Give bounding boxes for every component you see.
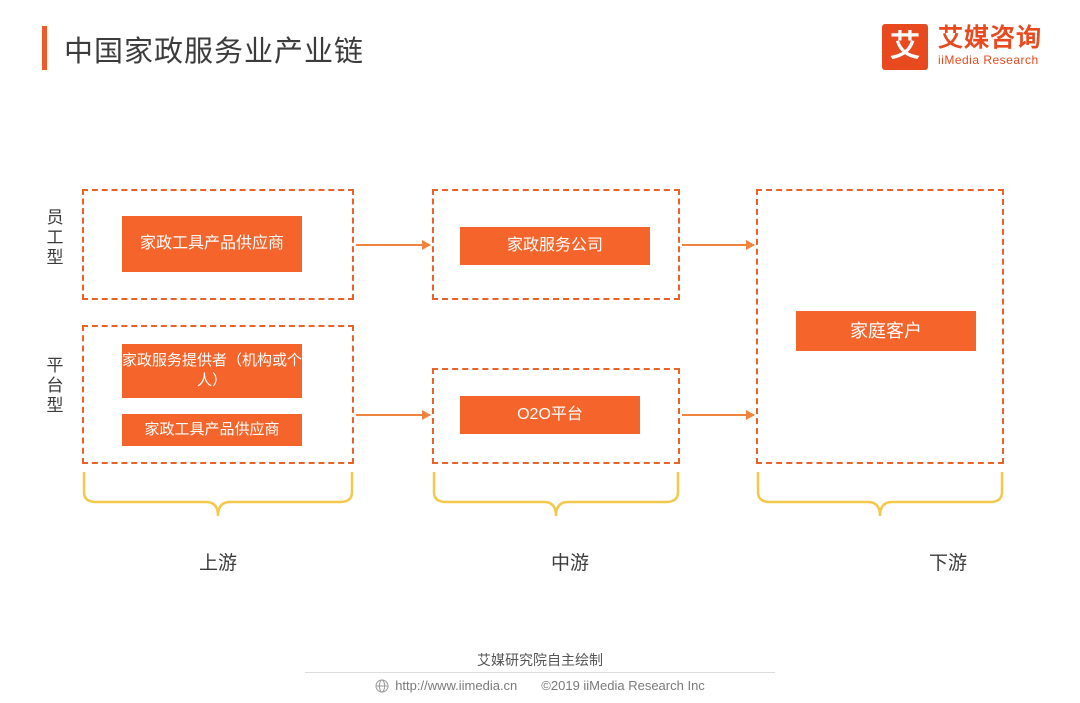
brand-logo: 艾 艾媒咨询 iiMedia Research [881, 24, 1042, 70]
zone-label-midstream: 中游 [550, 553, 589, 574]
zone-braces [82, 472, 1004, 517]
node-tool-product-supplier-platform[interactable]: 家政工具产品供应商 [122, 414, 302, 446]
brace-downstream [756, 472, 1004, 517]
node-tool-product-supplier[interactable]: 家政工具产品供应商 [122, 216, 302, 272]
logo-name-en: iiMedia Research [937, 52, 1039, 67]
footer-url-text: http://www.iimedia.cn [395, 678, 518, 693]
logo-text: 艾媒咨询 iiMedia Research [938, 25, 1042, 68]
zone-label-upstream: 上游 [198, 553, 237, 574]
arrow-upstream-to-midstream-employee [356, 240, 431, 250]
group-upstream-platform [82, 325, 354, 464]
page-title: 中国家政服务业产业链 [64, 36, 365, 68]
title-accent-bar [42, 26, 47, 70]
zone-labels: 上游 中游 下游 [0, 548, 1080, 578]
arrow-midstream-to-downstream-employee [682, 240, 755, 250]
node-o2o-platform[interactable]: O2O平台 [460, 396, 640, 434]
arrow-midstream-to-downstream-platform [682, 410, 755, 420]
globe-icon [375, 679, 389, 693]
group-downstream [756, 189, 1004, 464]
zone-label-downstream: 下游 [928, 553, 967, 574]
node-family-customer[interactable]: 家庭客户 [796, 311, 976, 351]
node-housekeeping-company[interactable]: 家政服务公司 [460, 227, 650, 265]
logo-mark-icon: 艾 [881, 24, 928, 70]
footer-url[interactable]: http://www.iimedia.cn [375, 678, 517, 693]
footer-bar: http://www.iimedia.cn ©2019 iiMedia Rese… [0, 678, 1080, 693]
group-upstream-employee [82, 189, 354, 300]
source-note: 艾媒研究院自主绘制 [477, 652, 603, 668]
node-service-provider[interactable]: 家政服务提供者（机构或个人） [122, 344, 302, 398]
row-label-employee: 员工型 [46, 208, 64, 268]
logo-name-cn: 艾媒咨询 [937, 24, 1042, 53]
group-midstream-employee [432, 189, 680, 300]
brace-midstream [432, 472, 680, 517]
row-label-platform: 平台型 [46, 356, 64, 416]
brace-upstream [82, 472, 354, 517]
arrow-upstream-to-midstream-platform [356, 410, 431, 420]
footer-copyright: ©2019 iiMedia Research Inc [541, 678, 705, 693]
footer-divider [305, 672, 775, 673]
group-midstream-platform [432, 368, 680, 464]
page-header: 中国家政服务业产业链 艾 艾媒咨询 iiMedia Research [0, 0, 1080, 100]
